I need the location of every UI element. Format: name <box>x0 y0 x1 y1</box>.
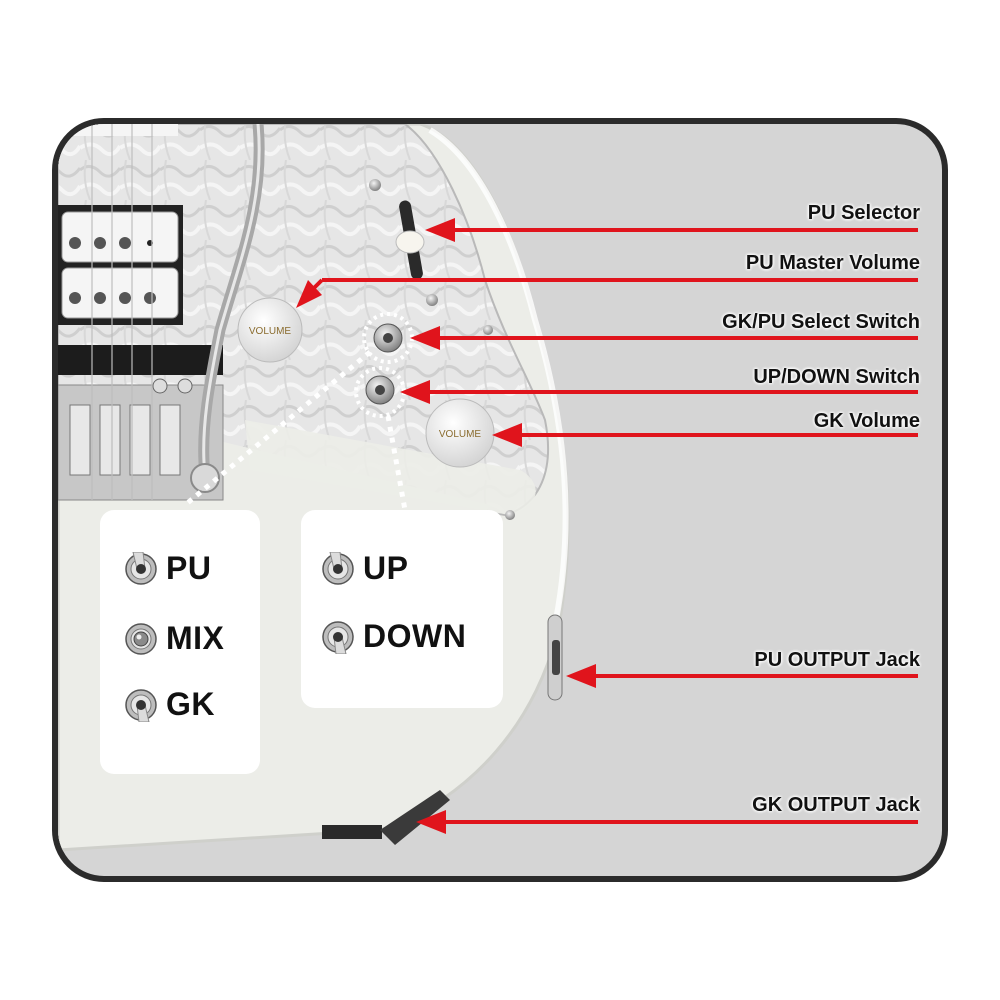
switch-option-up: UP <box>321 550 408 587</box>
toggle-up-icon <box>124 551 158 586</box>
toggle-up-icon <box>321 551 355 586</box>
option-label: MIX <box>166 620 225 656</box>
option-label: UP <box>363 550 409 586</box>
gk-pu-switch-panel: PU MIX GK <box>100 510 260 774</box>
up-down-switch <box>365 375 395 405</box>
annotation-arrows <box>296 218 918 834</box>
pu-output-jack <box>547 614 563 701</box>
toggle-center-icon <box>124 622 158 656</box>
label-pu-selector: PU Selector <box>807 202 920 224</box>
label-pu-master-volume: PU Master Volume <box>745 252 920 274</box>
toggle-down-icon <box>124 688 158 722</box>
option-label: GK <box>166 686 215 722</box>
label-up-down-switch: UP/DOWN Switch <box>753 366 920 388</box>
option-label: PU <box>166 550 212 586</box>
label-gk-volume: GK Volume <box>813 410 920 432</box>
pu-master-volume-knob: VOLUME <box>237 297 303 363</box>
svg-text:VOLUME: VOLUME <box>249 326 292 337</box>
switch-option-pu: PU <box>124 550 211 587</box>
pu-selector-switch <box>395 200 425 280</box>
switch-option-down: DOWN <box>321 618 466 655</box>
svg-text:VOLUME: VOLUME <box>439 429 482 440</box>
switch-option-gk: GK <box>124 686 215 723</box>
gk-volume-knob: VOLUME <box>425 398 495 468</box>
label-pu-output-jack: PU OUTPUT Jack <box>754 649 920 671</box>
label-gk-pu-select-switch: GK/PU Select Switch <box>722 311 920 333</box>
toggle-down-icon <box>321 620 355 654</box>
up-down-switch-panel: UP DOWN <box>301 510 503 708</box>
switch-option-mix: MIX <box>124 620 224 657</box>
option-label: DOWN <box>363 618 467 654</box>
label-gk-output-jack: GK OUTPUT Jack <box>752 794 920 816</box>
humbucker-pickups <box>58 124 183 325</box>
gk-pu-select-switch <box>373 323 403 353</box>
gk-output-jack <box>322 790 450 845</box>
